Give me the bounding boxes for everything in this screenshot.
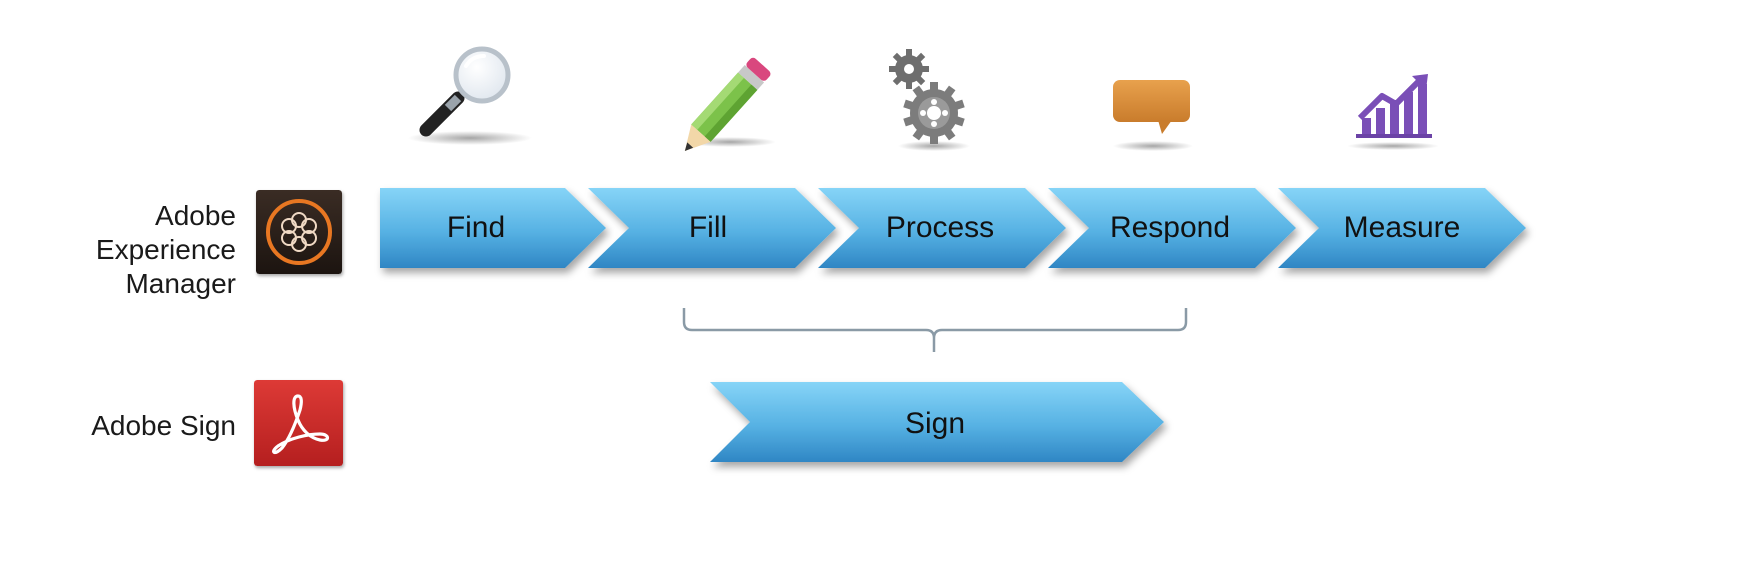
aem-label: Adobe Experience Manager: [20, 199, 236, 301]
step-label-respond: Respond: [1109, 211, 1231, 244]
step-label-fill: Fill: [688, 211, 728, 244]
aem-label-line1: Adobe Experience: [95, 200, 236, 265]
aem-label-line2: Manager: [125, 268, 236, 299]
step-label-process: Process: [885, 211, 995, 244]
step-label-find: Find: [446, 211, 506, 244]
pencil-icon: [684, 57, 776, 152]
bracket: [682, 308, 1188, 352]
chevron-find: [380, 188, 606, 268]
chevron-respond: [1048, 188, 1296, 268]
sign-label: Adobe Sign: [91, 410, 236, 441]
step-label-sign: Sign: [904, 407, 966, 440]
speech-bubble-icon: [1113, 80, 1193, 151]
chevron-sign: [710, 382, 1164, 462]
aem-logo-icon: [256, 190, 342, 274]
chevron-measure: [1278, 188, 1526, 268]
process-chevrons: [380, 188, 1526, 268]
chevron-fill: [588, 188, 836, 268]
gears-icon: [889, 49, 970, 151]
step-label-measure: Measure: [1343, 211, 1461, 244]
chevron-process: [818, 188, 1066, 268]
acrobat-logo-icon: [254, 380, 343, 466]
magnifier-icon: [408, 46, 532, 145]
growth-chart-icon: [1347, 74, 1439, 150]
